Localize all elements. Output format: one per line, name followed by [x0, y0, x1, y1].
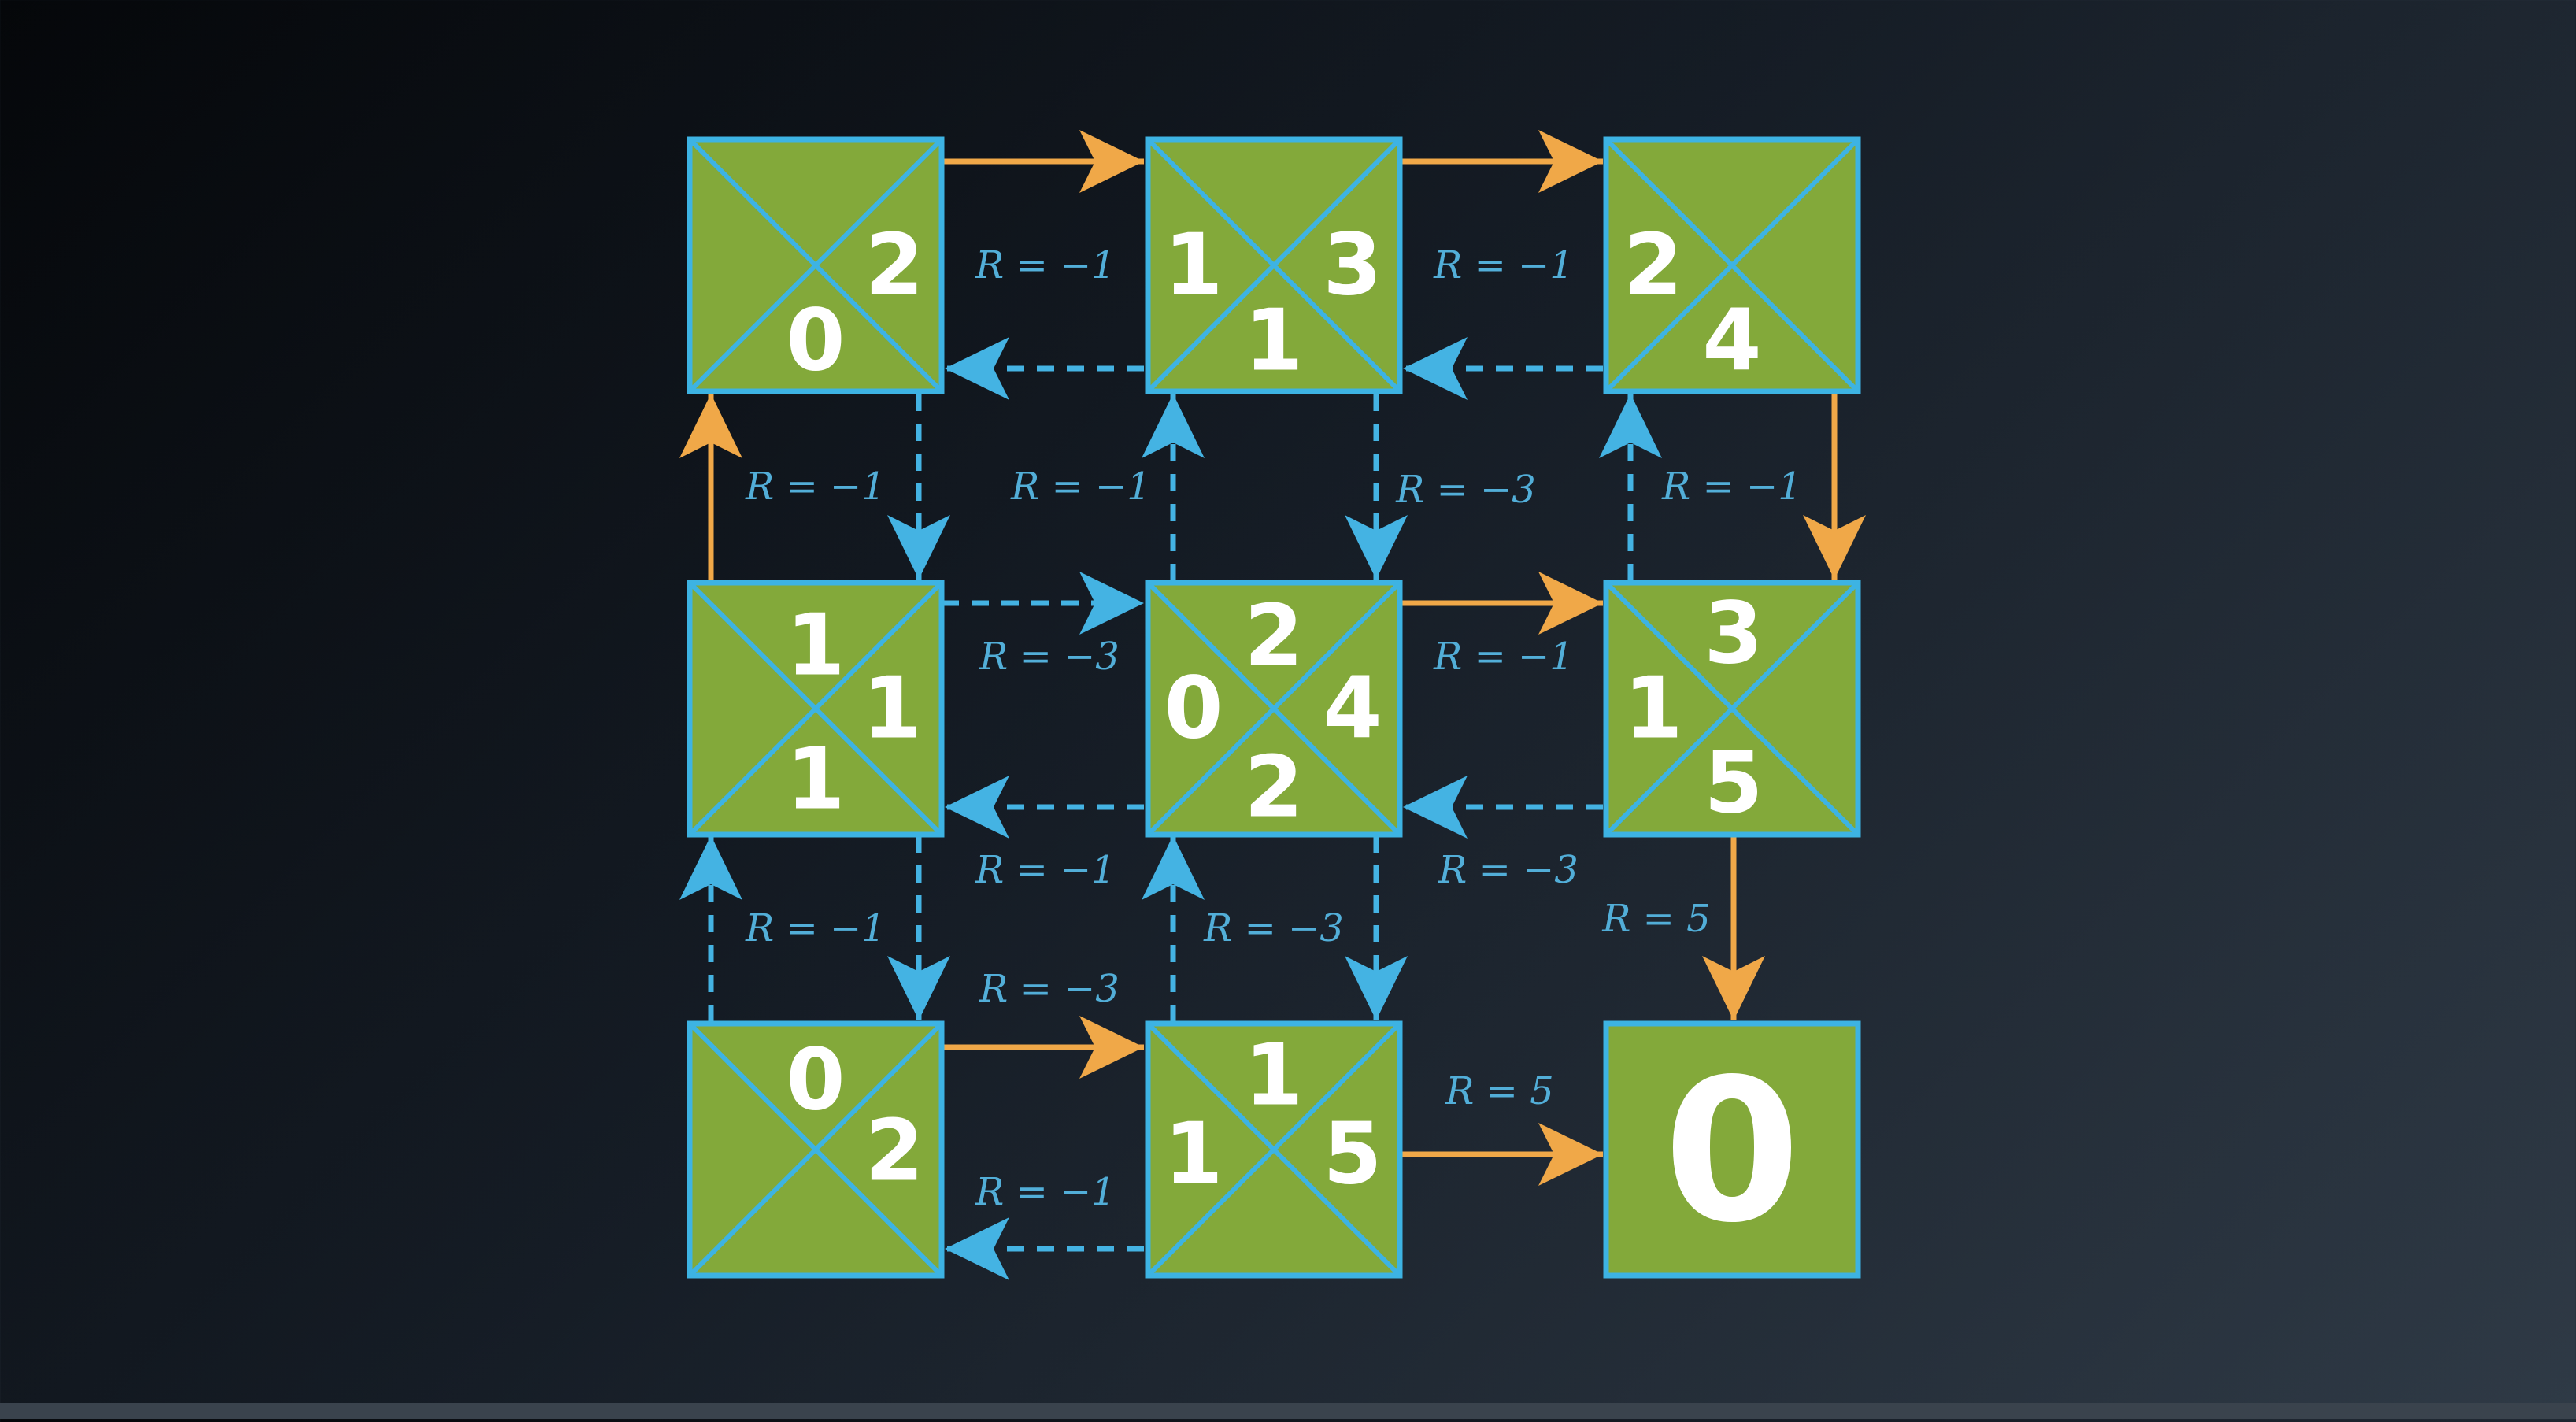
reward-label-r2c1-to-r2c0: R = −1	[975, 1170, 1116, 1214]
reward-label-r1c0-to-r1c1: R = −3	[979, 635, 1120, 679]
cell-r0c0-right-value: 2	[864, 217, 923, 315]
cell-r2c1-top-value: 1	[1244, 1027, 1303, 1125]
cell-r2c0-top-value: 0	[786, 1031, 845, 1130]
cell-r2c0: 0 2	[687, 1020, 945, 1279]
cell-r1c1: 2 4 2 0	[1145, 580, 1403, 838]
reward-label-r0c1-to-r1c1: R = −3	[1395, 468, 1536, 512]
cell-r1c2-left-value: 1	[1623, 660, 1682, 758]
cell-r0c2: 2 4	[1603, 136, 1861, 394]
reward-label-r1c2-to-r2c2: R = 5	[1601, 897, 1710, 941]
reward-label-r2c0-to-r1c0: R = −1	[745, 906, 886, 950]
cell-r0c0: 2 0	[687, 136, 945, 394]
cell-r1c1-top-value: 2	[1244, 587, 1303, 686]
cell-r1c2-top-value: 3	[1704, 585, 1763, 683]
reward-label-r1c2-to-r0c2: R = −1	[1661, 465, 1802, 509]
reward-label-r1c2-to-r1c1: R = −3	[1438, 848, 1579, 892]
cell-r1c2-bottom-value: 5	[1704, 735, 1763, 833]
reward-label-r0c1-to-r0c2: R = −1	[1433, 243, 1574, 287]
cell-r1c2: 3 1 5	[1603, 580, 1861, 838]
cell-r2c0-right-value: 2	[864, 1102, 923, 1201]
cell-r0c1-bottom-value: 1	[1244, 292, 1303, 391]
cell-r0c2-bottom-value: 4	[1702, 292, 1761, 391]
cell-r1c1-left-value: 0	[1164, 660, 1223, 758]
cell-r1c1-bottom-value: 2	[1244, 739, 1303, 837]
cell-r2c1-left-value: 1	[1164, 1105, 1223, 1204]
cell-r1c0-bottom-value: 1	[786, 731, 845, 829]
cell-r2c2-terminal: 0	[1603, 1020, 1861, 1279]
reward-label-r2c1-to-r1c1: R = −3	[1203, 906, 1344, 950]
reward-label-r1c1-to-r1c0: R = −1	[975, 848, 1116, 892]
cell-r0c1: 1 3 1	[1145, 136, 1403, 394]
reward-label-r1c0-to-r0c0: R = −1	[745, 465, 886, 509]
grid-cells: 2 0 1 3 1 2 4	[687, 136, 1861, 1279]
cell-r2c1-right-value: 5	[1323, 1105, 1382, 1204]
reward-label-r0c0-to-r0c1: R = −1	[975, 243, 1116, 287]
cell-r1c0-right-value: 1	[862, 660, 921, 758]
reward-label-r1c1-to-r0c1: R = −1	[1010, 465, 1151, 509]
reward-label-r2c0-to-r2c1: R = −3	[979, 967, 1120, 1011]
cell-r1c1-right-value: 4	[1323, 660, 1382, 758]
reward-labels: R = −1 R = −1 R = −3 R = −1 R = −1 R = −…	[745, 243, 1802, 1214]
cell-r0c2-left-value: 2	[1623, 217, 1682, 315]
reward-label-r2c1-to-r2c2: R = 5	[1445, 1069, 1553, 1113]
cell-r2c2-value: 0	[1664, 1037, 1801, 1266]
cell-r0c1-right-value: 3	[1323, 217, 1382, 315]
bottom-strip	[0, 1403, 2576, 1419]
cell-r1c0-top-value: 1	[786, 597, 845, 695]
cell-r0c0-bottom-value: 0	[786, 292, 845, 391]
transition-arrows	[679, 130, 1866, 1280]
reward-label-r1c1-to-r1c2: R = −1	[1433, 635, 1574, 679]
cell-r2c1: 1 1 5	[1145, 1020, 1403, 1279]
cell-r0c1-left-value: 1	[1164, 217, 1223, 315]
cell-r1c0: 1 1 1	[687, 580, 945, 838]
